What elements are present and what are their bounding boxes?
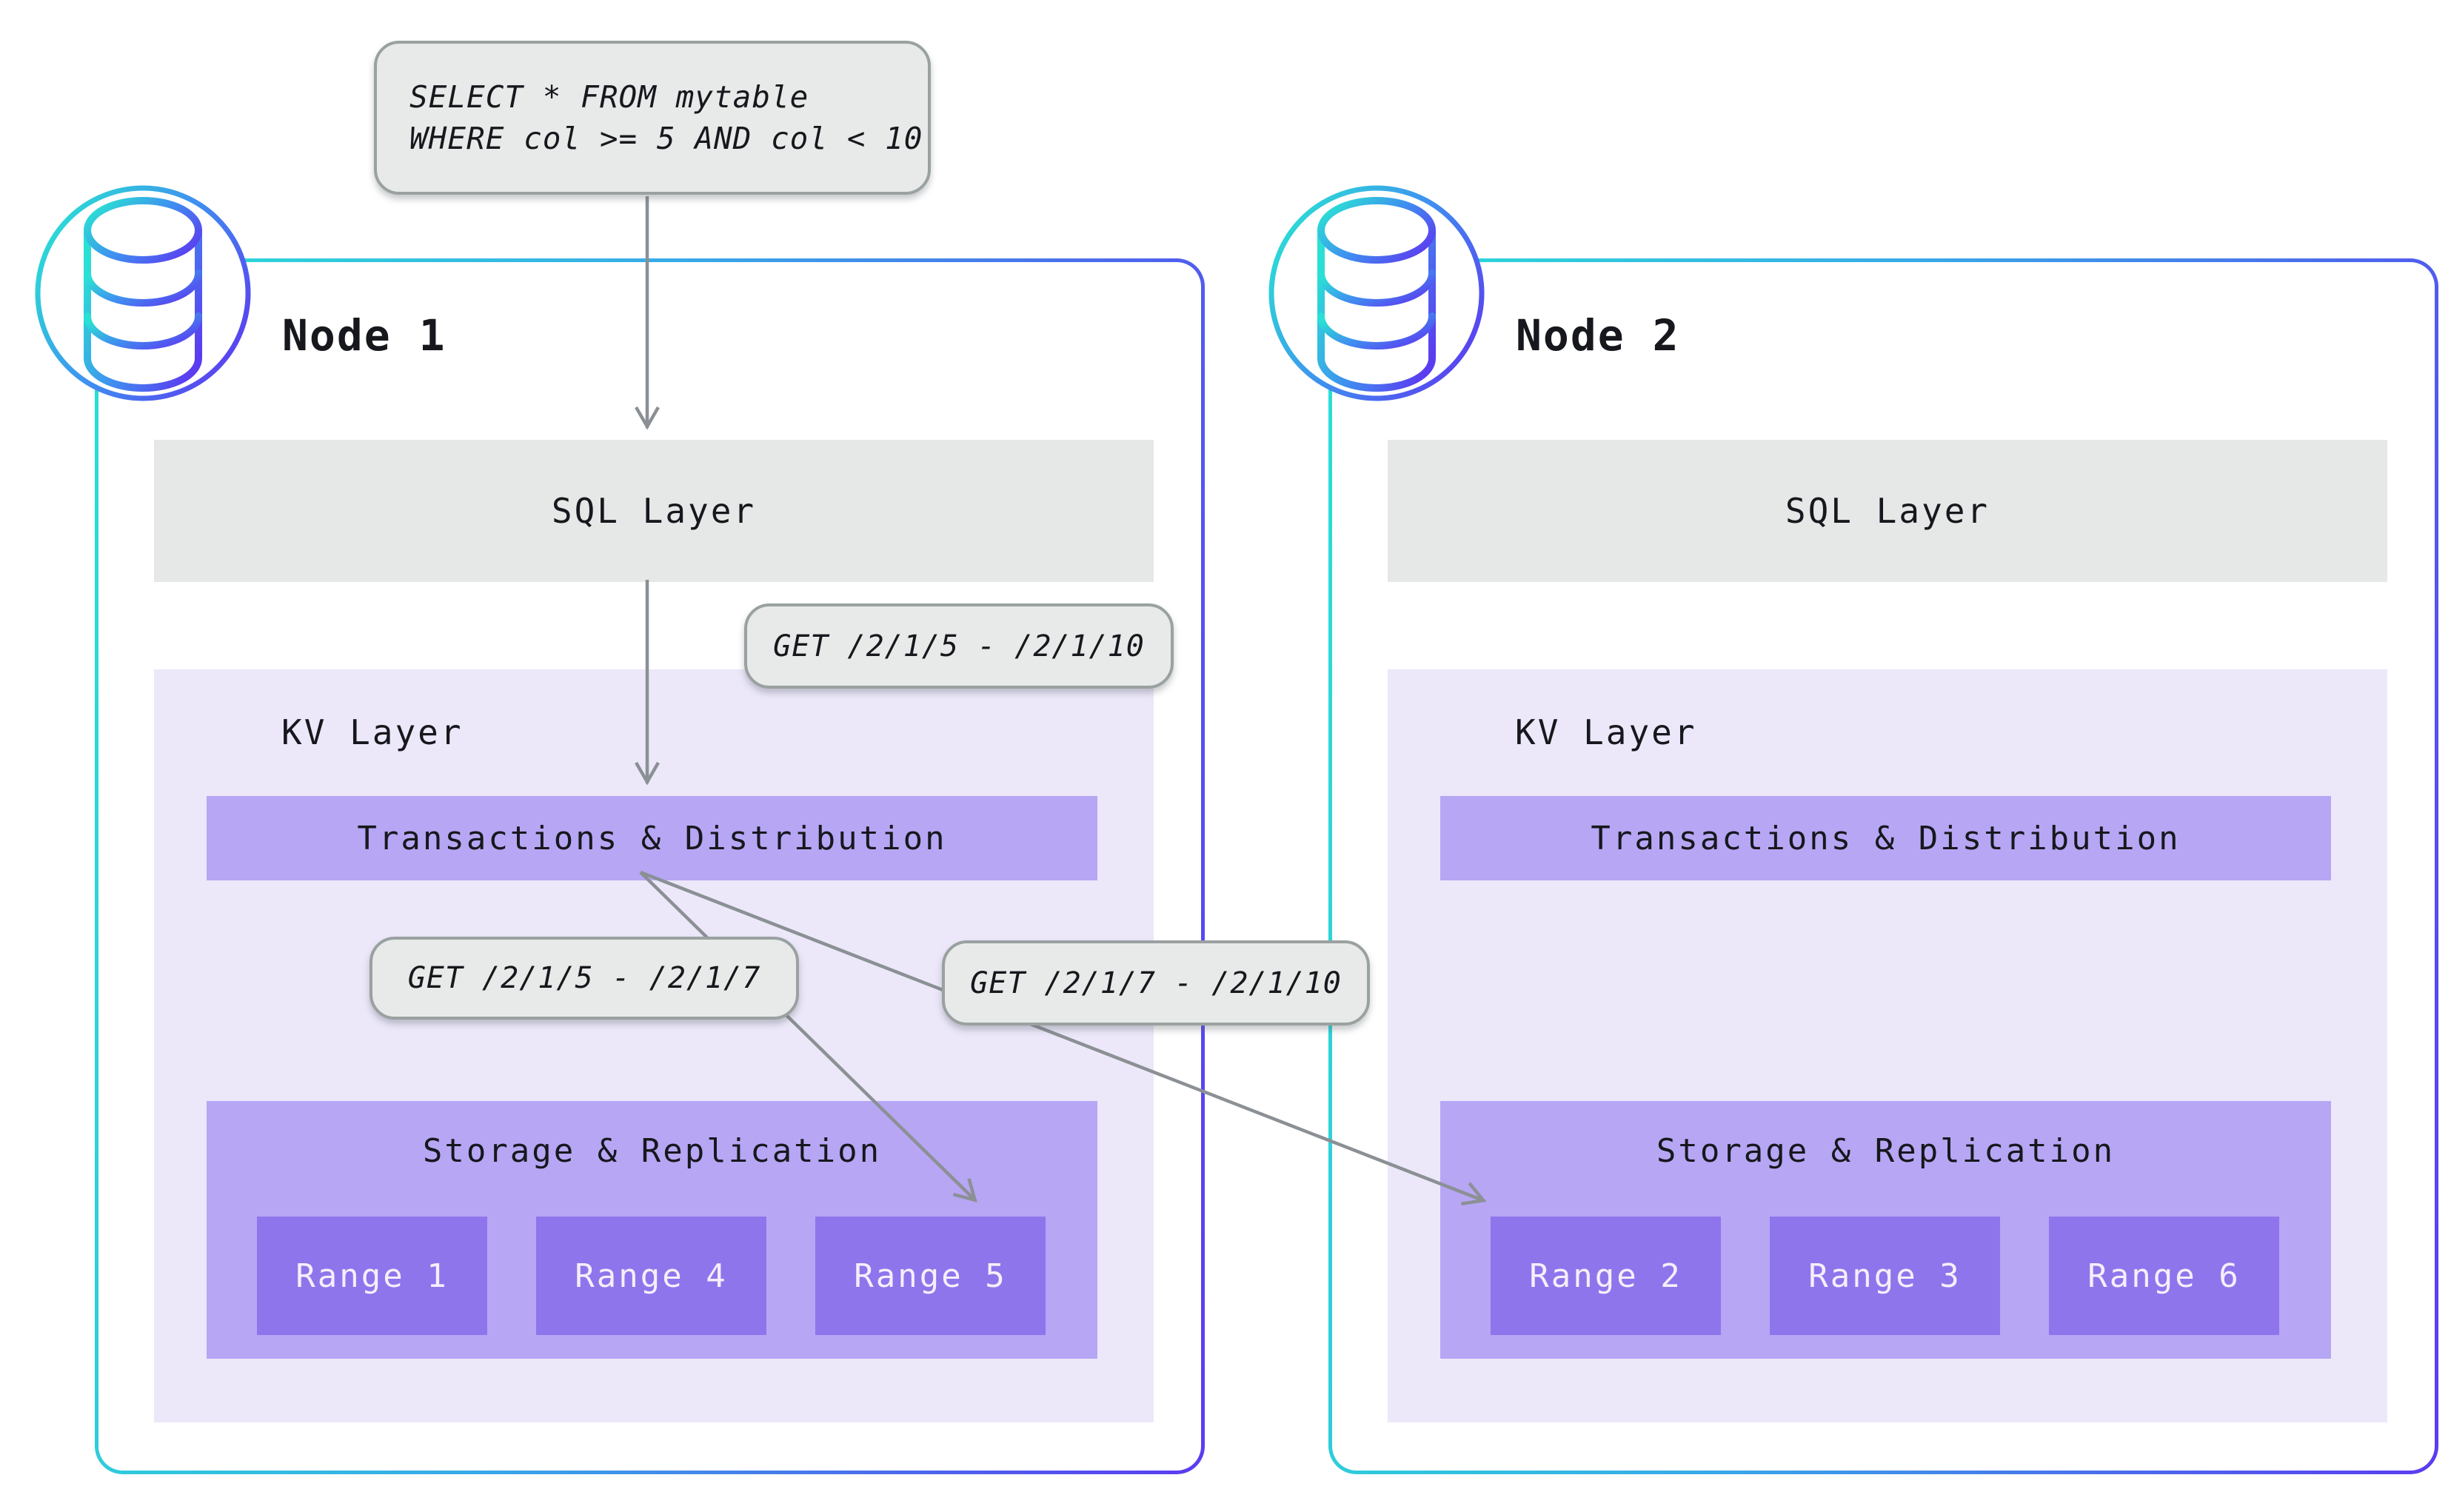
kv-layer-label: KV Layer — [281, 712, 464, 752]
get-range-callout-full: GET /2/1/5 - /2/1/10 — [744, 603, 1174, 689]
node-2-title: Node 2 — [1516, 310, 1680, 361]
database-icon — [1268, 185, 1485, 401]
node-1-kv-layer: KV Layer Transactions & Distribution Sto… — [154, 669, 1154, 1422]
node-1-ranges-row: Range 1 Range 4 Range 5 — [257, 1217, 1050, 1335]
range-box: Range 2 — [1491, 1217, 1721, 1335]
node-2-sql-layer: SQL Layer — [1388, 440, 2387, 582]
get-range-callout-local: GET /2/1/5 - /2/1/7 — [370, 937, 799, 1020]
node-2-storage-box: Storage & Replication Range 2 Range 3 Ra… — [1440, 1101, 2331, 1359]
get-range-callout-remote: GET /2/1/7 - /2/1/10 — [942, 940, 1370, 1026]
kv-layer-label: KV Layer — [1515, 712, 1697, 752]
node-1-title: Node 1 — [282, 310, 447, 361]
range-box: Range 3 — [1770, 1217, 2000, 1335]
storage-label: Storage & Replication — [422, 1132, 882, 1170]
sql-query-line-1: SELECT * FROM mytable — [409, 79, 809, 115]
database-icon — [35, 185, 251, 401]
node-2-transactions-bar: Transactions & Distribution — [1440, 796, 2331, 880]
sql-query-line-2: WHERE col >= 5 AND col < 10 — [409, 121, 923, 156]
node-1-transactions-bar: Transactions & Distribution — [207, 796, 1097, 880]
storage-label: Storage & Replication — [1656, 1132, 2116, 1170]
range-box: Range 1 — [257, 1217, 487, 1335]
node-1-storage-box: Storage & Replication Range 1 Range 4 Ra… — [207, 1101, 1097, 1359]
node-2-ranges-row: Range 2 Range 3 Range 6 — [1491, 1217, 2284, 1335]
range-box: Range 5 — [815, 1217, 1046, 1335]
range-box: Range 4 — [536, 1217, 766, 1335]
sql-layer-label: SQL Layer — [1785, 491, 1990, 531]
sql-query-callout: SELECT * FROM mytable WHERE col >= 5 AND… — [374, 41, 931, 195]
node-2-kv-layer: KV Layer Transactions & Distribution Sto… — [1388, 669, 2387, 1422]
sql-layer-label: SQL Layer — [551, 491, 757, 531]
node-2-container: Node 2 SQL Layer KV Layer Transactions &… — [1328, 258, 2438, 1474]
transactions-label: Transactions & Distribution — [357, 819, 947, 857]
transactions-label: Transactions & Distribution — [1591, 819, 2181, 857]
node-1-container: Node 1 SQL Layer KV Layer Transactions &… — [95, 258, 1205, 1474]
range-box: Range 6 — [2049, 1217, 2279, 1335]
node-1-sql-layer: SQL Layer — [154, 440, 1154, 582]
